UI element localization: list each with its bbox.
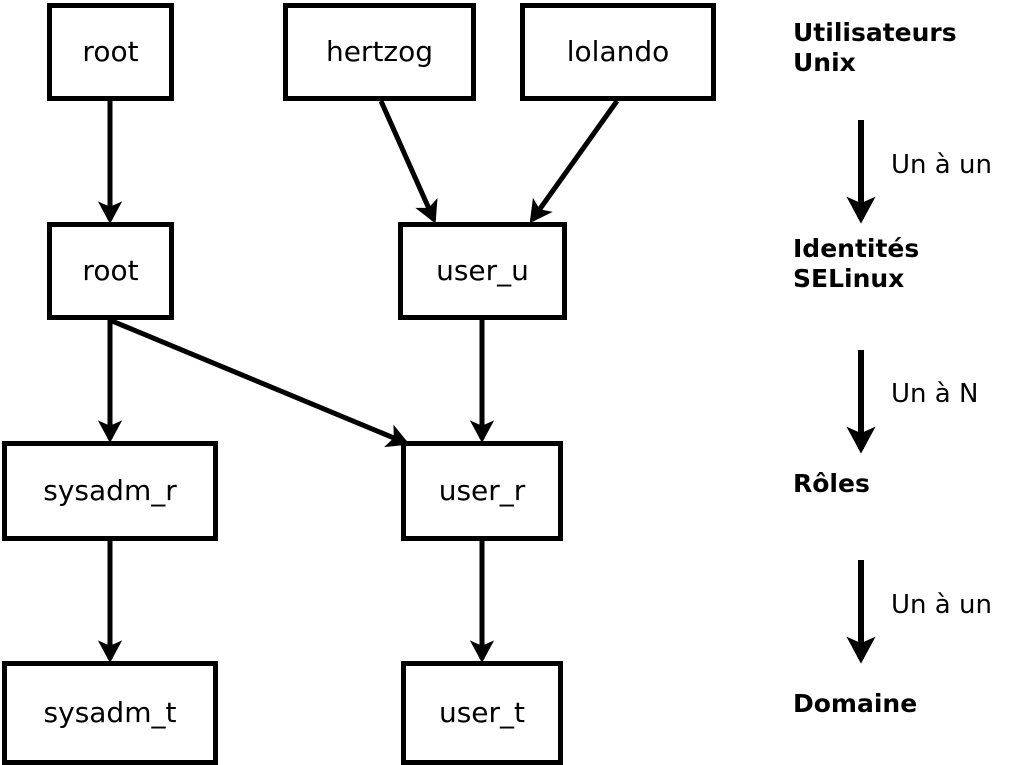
legend-layer-domain: Domaine (793, 689, 918, 718)
node-root-selinux[interactable]: root (47, 222, 174, 320)
legend-arrow-label-roles-to-domain: Un à un (891, 590, 992, 620)
node-user-u[interactable]: user_u (398, 222, 567, 320)
node-lolando[interactable]: lolando (520, 3, 716, 101)
node-user-r[interactable]: user_r (401, 441, 563, 541)
node-sysadm-r[interactable]: sysadm_r (2, 441, 218, 541)
node-label: user_u (436, 254, 529, 287)
node-sysadm-t[interactable]: sysadm_t (2, 661, 218, 765)
node-root-unix[interactable]: root (47, 3, 174, 101)
node-label: user_t (438, 696, 526, 729)
edge-root_se-to-user_r (111, 318, 410, 448)
node-label: sysadm_r (43, 474, 177, 507)
node-label: root (82, 254, 139, 287)
legend-layer-selinux-identities: Identités SELinux (793, 234, 920, 293)
node-label: sysadm_t (43, 696, 177, 729)
node-hertzog[interactable]: hertzog (283, 3, 476, 101)
node-label: root (82, 35, 139, 68)
edge-lolando-to-user_u (529, 99, 620, 224)
node-label: user_r (438, 474, 526, 507)
legend-arrow-label-unix-to-identities: Un à un (891, 150, 992, 180)
node-user-t[interactable]: user_t (401, 661, 563, 765)
diagram-edges (97, 99, 620, 663)
edge-hertzog-to-user_u (378, 99, 438, 224)
legend-layer-roles: Rôles (793, 469, 870, 498)
node-label: lolando (566, 35, 670, 68)
legend-layer-unix-users: Utilisateurs Unix (793, 18, 957, 77)
legend-arrow-label-identities-to-roles: Un à N (891, 379, 979, 409)
node-label: hertzog (325, 35, 434, 68)
